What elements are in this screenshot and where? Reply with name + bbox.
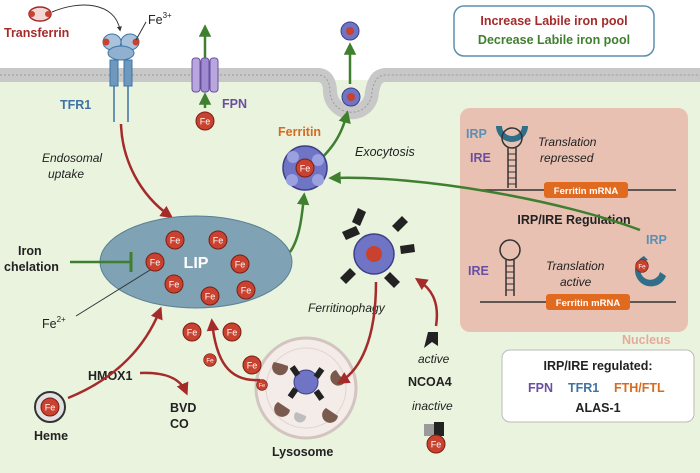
ncoa4-active-icon: [424, 332, 438, 348]
irp-iron-bound-icon: [635, 256, 666, 287]
svg-text:Fe: Fe: [300, 164, 311, 174]
translation-active-1: Translation: [546, 259, 605, 273]
inactive-label: inactive: [412, 399, 453, 413]
transferrin-icon: [28, 6, 52, 22]
co-label: CO: [170, 417, 189, 431]
transferrin-label: Transferrin: [4, 26, 69, 40]
regulated-fpn: FPN: [528, 381, 553, 395]
translation-repressed-1: Translation: [538, 135, 597, 149]
mrna-top-label: Ferritin mRNA: [554, 186, 619, 197]
irp-top-label: IRP: [466, 127, 487, 141]
heme-icon: [34, 391, 66, 423]
regulated-title: IRP/IRE regulated:: [543, 359, 652, 373]
uptake-label: uptake: [48, 167, 84, 181]
fe3-label: Fe3+: [148, 11, 172, 27]
regulated-tfr1: TFR1: [568, 381, 599, 395]
irp-ire-panel: [460, 108, 688, 332]
legend-decrease: Decrease Labile iron pool: [478, 33, 630, 47]
fpn-label: FPN: [222, 97, 247, 111]
fe2-label: Fe2+: [42, 315, 66, 331]
ncoa4-inactive-icon: [424, 422, 446, 454]
legend-increase: Increase Labile iron pool: [480, 14, 627, 28]
fe-ion-fpn: [195, 111, 215, 131]
bvd-label: BVD: [170, 401, 196, 415]
regulated-alas: ALAS-1: [575, 401, 620, 415]
heme-label: Heme: [34, 429, 68, 443]
ferritin-label: Ferritin: [278, 125, 321, 139]
ire-bottom-label: IRE: [468, 264, 489, 278]
lip-label: LIP: [184, 255, 209, 272]
fpn-transporter-icon: [191, 57, 219, 93]
iron-chelation-label-2: chelation: [4, 260, 59, 274]
ferritin-ncoa4-complex-icon: [340, 208, 415, 288]
ferritin-icon: Fe: [282, 145, 328, 191]
ncoa4-label: NCOA4: [408, 375, 452, 389]
ferritin-mrna-top: [544, 182, 628, 198]
ferritinophagy-label: Ferritinophagy: [308, 301, 386, 315]
tfr1-receptor-icon: [102, 33, 140, 122]
iron-chelation-label-1: Iron: [18, 244, 42, 258]
translation-repressed-2: repressed: [540, 151, 594, 165]
ferritin-mrna-bottom: [546, 294, 630, 310]
ire-top-label: IRE: [470, 151, 491, 165]
irp-bottom-label: IRP: [646, 233, 667, 247]
legend-box: [453, 5, 655, 57]
ferritin-vesicle-icon: [340, 21, 361, 107]
tfr1-label: TFR1: [60, 98, 91, 112]
translation-active-2: active: [560, 275, 592, 289]
endosomal-label: Endosomal: [42, 151, 102, 165]
lysosome-contents: [256, 362, 346, 423]
mrna-bottom-label: Ferritin mRNA: [556, 298, 621, 309]
regulated-fth: FTH/FTL: [614, 381, 665, 395]
lysosome-label: Lysosome: [272, 445, 333, 459]
nucleus-label: Nucleus: [622, 333, 671, 347]
active-label: active: [418, 352, 450, 366]
regulated-genes-box: [501, 349, 695, 423]
exocytosis-label: Exocytosis: [355, 145, 415, 159]
